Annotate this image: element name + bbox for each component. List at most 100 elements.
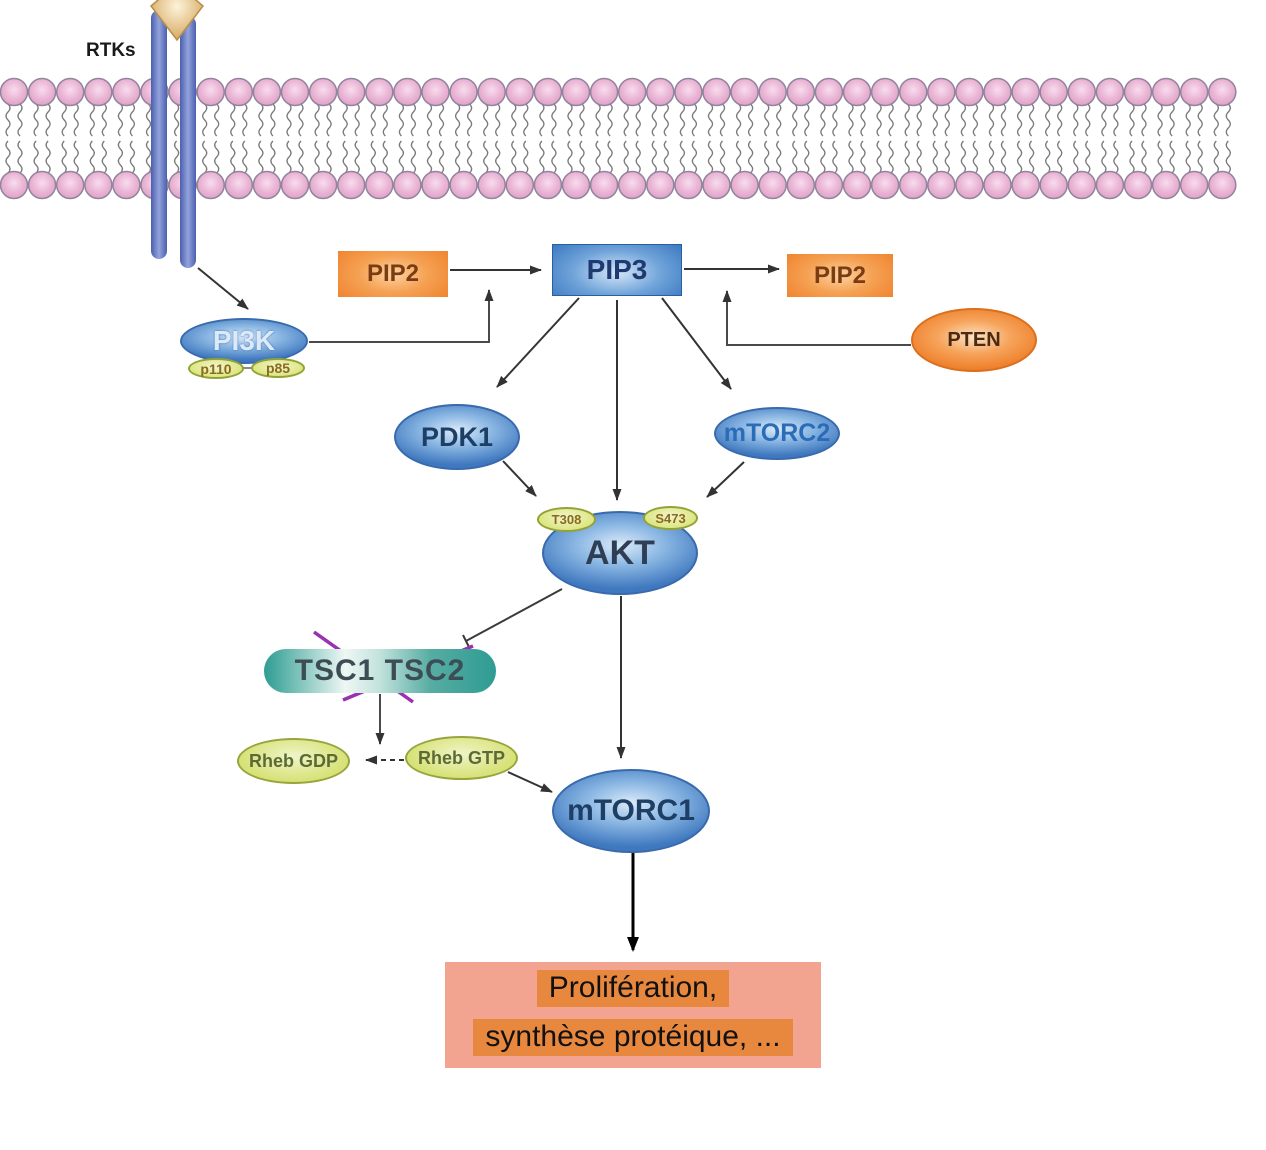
lipid-tail-icon [202, 140, 208, 174]
lipid-tail-icon [539, 103, 545, 137]
lipid-tail-icon [876, 103, 882, 137]
lipid-head-icon [252, 77, 282, 107]
lipid-tail-icon [1225, 140, 1231, 174]
lipid-head-icon [280, 77, 310, 107]
lipid-head-icon [0, 77, 29, 107]
lipid-tail-icon [539, 140, 545, 174]
lipid-tail-icon [129, 103, 136, 137]
lipid-tail-icon [764, 103, 770, 137]
lipid-head-icon [224, 77, 254, 107]
lipid-head-icon [983, 77, 1012, 107]
badge-s473: S473 [643, 506, 698, 530]
lipid-tail-icon [888, 103, 894, 137]
lipid-tail-icon [679, 140, 686, 174]
lipid-head-icon [308, 77, 338, 107]
lipid-head-icon [1095, 77, 1125, 107]
lipid-tail-icon [1101, 103, 1107, 137]
lipid-tail-icon [988, 103, 995, 137]
lipid-tail-icon [230, 140, 236, 174]
lipid-tail-icon [398, 140, 405, 174]
lipid-tail-icon [382, 103, 388, 137]
lipid-tail-icon [792, 140, 798, 174]
lipid-tail-icon [145, 140, 152, 174]
lipid-tail-icon [101, 140, 107, 174]
lipid-head-icon [1208, 77, 1237, 107]
lipid-tail-icon [860, 140, 866, 174]
lipid-tail-icon [972, 140, 979, 174]
lipid-tail-icon [707, 140, 714, 174]
lipid-head-icon [758, 170, 787, 200]
lipid-tail-icon [1213, 103, 1219, 137]
lipid-tail-icon [410, 140, 417, 174]
lipid-tail-icon [1141, 140, 1147, 174]
outcome-box: Prolifération, synthèse protéique, ... [445, 962, 821, 1068]
lipid-tail-icon [495, 103, 501, 137]
lipid-tail-icon [61, 103, 67, 137]
lipid-tail-icon [426, 103, 433, 137]
lipid-tail-icon [314, 103, 320, 137]
lipid-head-icon [1067, 170, 1097, 200]
lipid-tail-icon [202, 103, 208, 137]
arrow-rhebgtp-to-mtorc1 [507, 771, 553, 793]
lipid-tail-icon [45, 103, 51, 137]
lipid-head-icon [589, 77, 619, 107]
lipid-tail-icon [370, 103, 376, 137]
lipid-tail-icon [944, 103, 950, 137]
lipid-tail-icon [848, 103, 854, 137]
lipid-tail-icon [398, 103, 405, 137]
outcome-text-1: Prolifération, [536, 970, 730, 1007]
lipid-tail-icon [466, 103, 473, 137]
node-mtorc2: mTORC2 [714, 407, 840, 460]
lipid-tail-icon [792, 103, 798, 137]
node-pdk1: PDK1 [394, 404, 520, 470]
lipid-head-icon [27, 77, 57, 107]
lipid-tail-icon [129, 140, 136, 174]
lipid-tail-icon [454, 140, 461, 174]
lipid-tail-icon [483, 103, 489, 137]
lipid-tail-icon [848, 140, 854, 174]
lipid-tail-icon [1085, 103, 1091, 137]
outcome-text-2: synthèse protéique, ... [473, 1019, 793, 1056]
lipid-tail-icon [145, 103, 152, 137]
lipid-tail-icon [1045, 103, 1051, 137]
lipid-tail-icon [33, 103, 39, 137]
lipid-tail-icon [1016, 140, 1023, 174]
lipid-tail-icon [691, 140, 698, 174]
lipid-head-icon [1151, 170, 1181, 200]
lipid-tail-icon [314, 140, 320, 174]
lipid-tail-icon [916, 140, 922, 174]
lipid-tail-icon [214, 140, 220, 174]
lipid-tail-icon [1073, 103, 1079, 137]
lipid-tail-icon [735, 140, 742, 174]
lipid-tail-icon [270, 103, 276, 137]
lipid-tail-icon [1213, 140, 1219, 174]
lipid-head-icon [870, 170, 900, 200]
lipid-head-icon [224, 170, 254, 200]
lipid-tail-icon [663, 140, 669, 174]
rtks-label: RTKs [86, 40, 136, 61]
lipid-head-icon [27, 170, 57, 200]
lipid-tail-icon [1113, 103, 1119, 137]
lipid-head-icon [561, 170, 591, 200]
lipid-tail-icon [342, 103, 348, 137]
lipid-tail-icon [1129, 103, 1135, 137]
lipid-tail-icon [651, 140, 657, 174]
badge-p110: p110 [188, 358, 244, 379]
node-pip2-left: PIP2 [338, 251, 448, 297]
inhibit-bar-akt-to-tsc [462, 634, 470, 648]
lipid-tail-icon [691, 103, 698, 137]
node-pi3k: PI3K [180, 318, 308, 364]
lipid-tail-icon [1185, 103, 1191, 137]
rtk-ligand-diamond-icon [149, 0, 205, 42]
lipid-head-icon [674, 170, 703, 200]
lipid-tail-icon [382, 140, 388, 174]
lipid-tail-icon [747, 103, 754, 137]
lipid-head-icon [84, 170, 113, 200]
lipid-tail-icon [342, 140, 348, 174]
arrow-pip3-to-pdk1 [496, 297, 580, 388]
lipid-tail-icon [804, 103, 810, 137]
lipid-head-icon [112, 170, 141, 200]
lipid-head-icon [1039, 77, 1068, 107]
lipid-head-icon [842, 77, 872, 107]
lipid-tail-icon [1129, 140, 1135, 174]
